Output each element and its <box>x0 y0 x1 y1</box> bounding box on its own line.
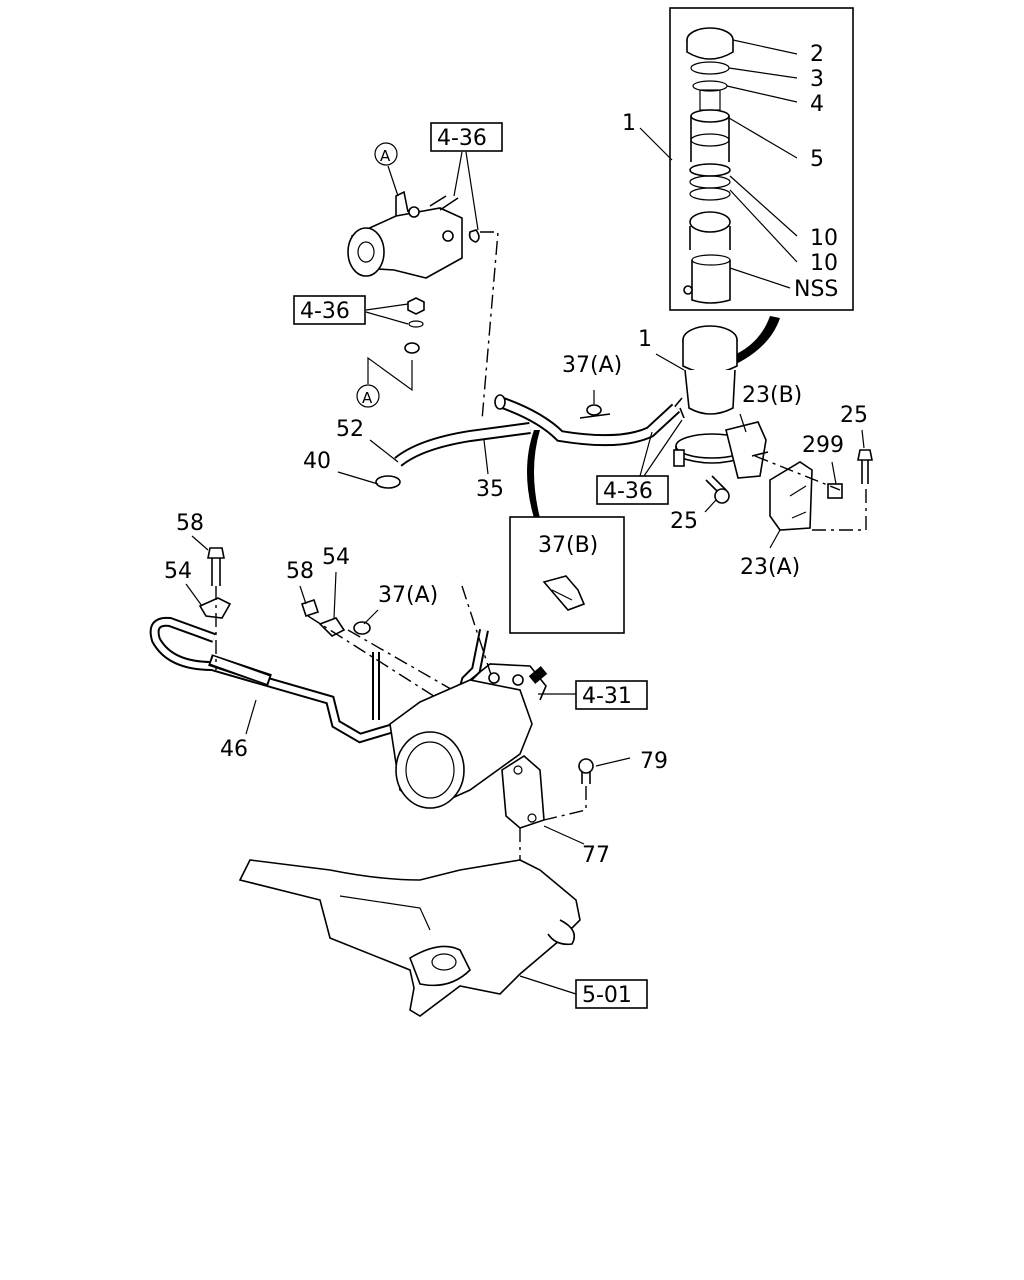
clamp-54-mid <box>318 617 346 637</box>
cooler-leaders <box>185 535 379 735</box>
bracket-23b <box>725 421 769 479</box>
label-37a-low: 37(A) <box>378 583 438 608</box>
label-52: 52 <box>336 417 364 442</box>
label-299: 299 <box>802 433 844 458</box>
assembly-leader-lines <box>655 353 865 549</box>
label-37b: 37(B) <box>538 533 598 558</box>
bolt-25-mid <box>705 475 730 504</box>
power-steering-pump <box>347 190 480 279</box>
bolt-58-mid <box>300 598 320 618</box>
ref-4-36-right-leaders <box>639 419 683 477</box>
label-40: 40 <box>303 449 331 474</box>
label-46: 46 <box>220 737 248 762</box>
clip-37a-top <box>586 404 602 416</box>
vehicle-frame <box>238 859 581 1017</box>
clip-37a-low <box>353 621 371 635</box>
bolt-58-left <box>207 547 225 586</box>
bracket-23a <box>769 461 813 531</box>
nut-299 <box>827 483 843 499</box>
pump-to-hose-dashed <box>480 231 499 421</box>
label-25-mid: 25 <box>670 509 698 534</box>
label-79: 79 <box>640 749 668 774</box>
label-58-left: 58 <box>176 511 204 536</box>
ref-5-01-leader <box>519 975 577 995</box>
ref-5-01: 5-01 <box>582 983 632 1008</box>
hose-35 <box>394 422 531 467</box>
label-nss: NSS <box>794 277 838 302</box>
bracket-77 <box>501 755 545 829</box>
cooler-pipe-46 <box>149 616 489 744</box>
label-1-inset: 1 <box>622 111 636 136</box>
ref-4-31: 4-31 <box>582 684 632 709</box>
inset-leader-lines <box>639 39 798 289</box>
label-4: 4 <box>810 92 824 117</box>
ref-4-36-top: 4-36 <box>437 126 487 151</box>
clamp-54-left <box>198 597 232 619</box>
ref-4-36-right: 4-36 <box>603 479 653 504</box>
nut-and-washer <box>407 297 425 328</box>
bolt-79 <box>578 758 594 784</box>
clip-37b <box>542 575 586 611</box>
inset-detail-arrow <box>732 316 780 366</box>
clamp-40 <box>375 475 401 489</box>
svg-text:A: A <box>380 147 391 165</box>
steering-gear <box>389 663 548 809</box>
detail-box-37b <box>509 516 625 634</box>
label-37a-top: 37(A) <box>562 353 622 378</box>
svg-text:A: A <box>362 389 373 407</box>
ref-4-36-left: 4-36 <box>300 299 350 324</box>
label-54-mid: 54 <box>322 545 350 570</box>
ref-box-4-36-top <box>430 122 503 152</box>
return-pipe <box>494 394 681 447</box>
label-5: 5 <box>810 147 824 172</box>
bracket-dashed-lines <box>754 455 867 531</box>
label-77: 77 <box>582 843 610 868</box>
hose-leaders <box>337 439 489 485</box>
ref-4-36-left-leaders <box>365 303 409 325</box>
label-25-right: 25 <box>840 403 868 428</box>
label-23b: 23(B) <box>742 383 802 408</box>
ref-box-4-31 <box>575 680 648 710</box>
ref-box-4-36-right <box>596 475 669 505</box>
bracket-leaders <box>543 757 631 845</box>
reservoir-exploded-parts <box>683 27 734 304</box>
label-10-a: 10 <box>810 226 838 251</box>
label-2: 2 <box>810 42 824 67</box>
circle-a-low-bracket <box>367 356 413 392</box>
label-10-b: 10 <box>810 251 838 276</box>
gear-dashed-line <box>461 585 497 691</box>
black-detail-arrow-37b <box>527 430 540 518</box>
label-1-reservoir: 1 <box>638 327 652 352</box>
bolt-25-right <box>857 449 873 484</box>
label-23a: 23(A) <box>740 555 800 580</box>
circle-a-top: A <box>374 142 398 166</box>
ref-box-4-36-left <box>293 295 366 325</box>
label-3: 3 <box>810 67 824 92</box>
ref-4-36-top-leaders <box>453 151 479 231</box>
circle-a-top-leader <box>387 165 399 197</box>
label-58-mid: 58 <box>286 559 314 584</box>
label-35: 35 <box>476 477 504 502</box>
circle-a-low: A <box>356 384 380 408</box>
label-54-left: 54 <box>164 559 192 584</box>
